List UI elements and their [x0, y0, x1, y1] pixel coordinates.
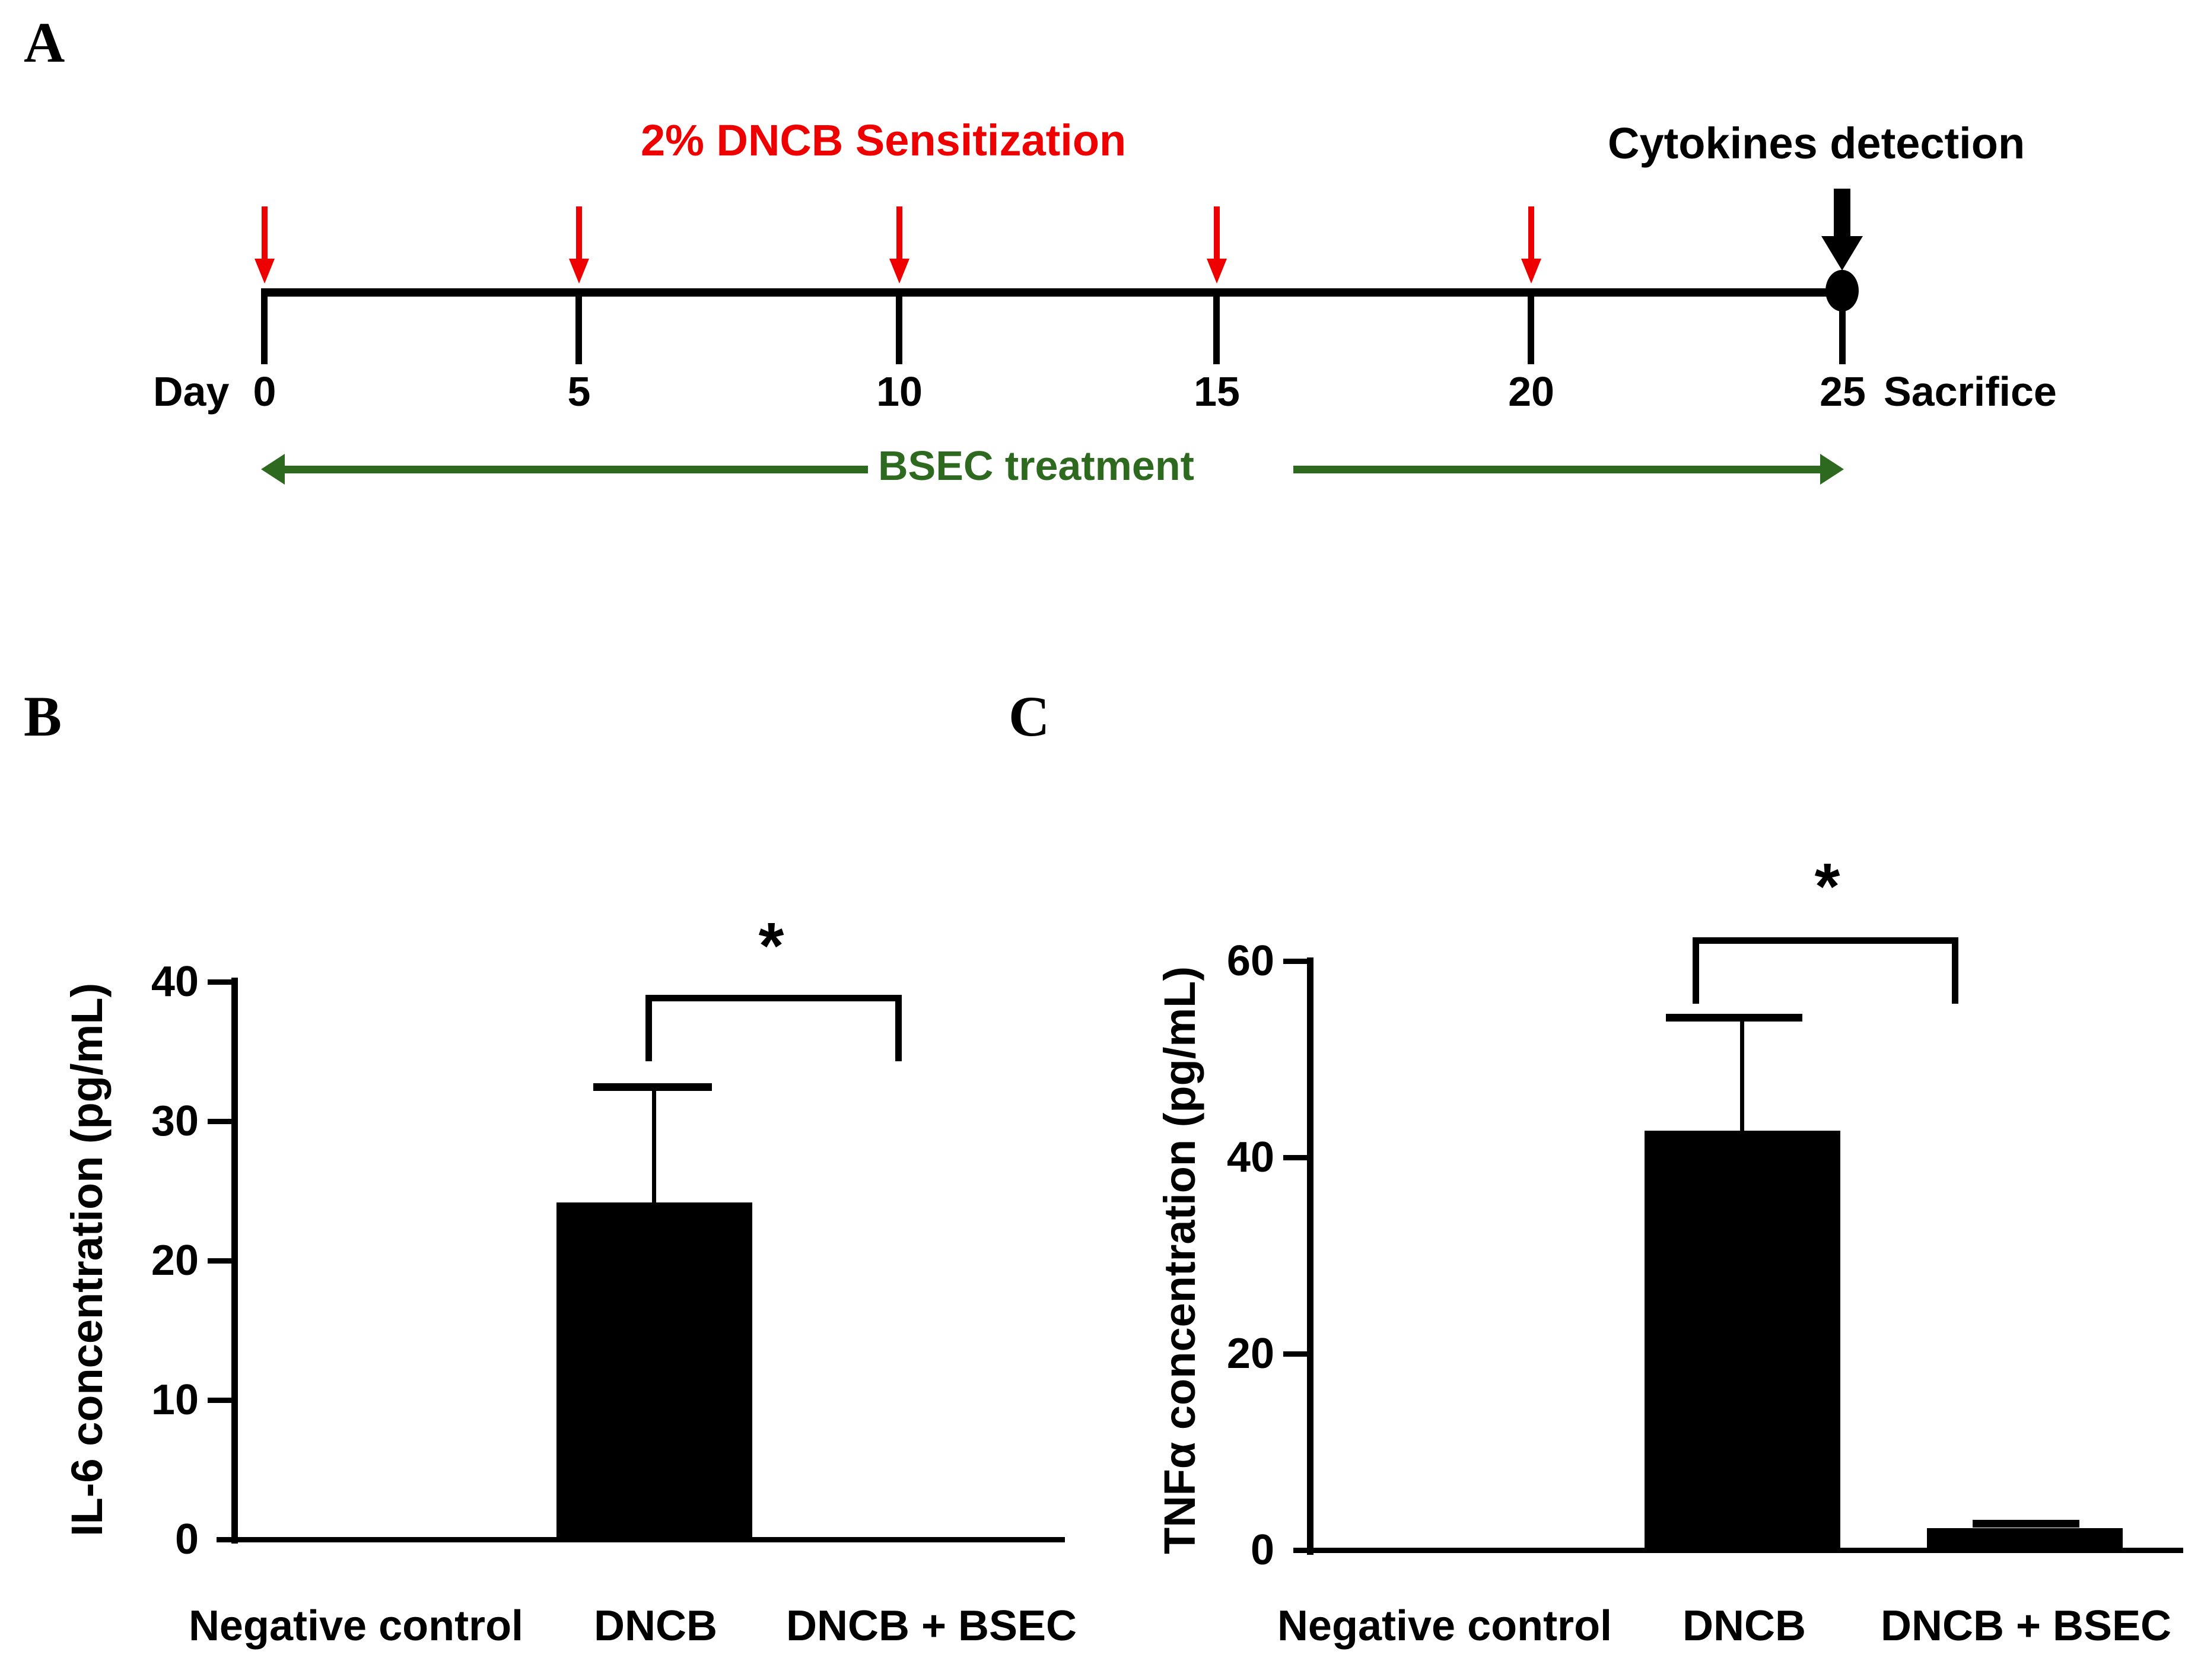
- red-down-arrow-day-15: [1203, 206, 1230, 284]
- y-tick-label-40-c: 40: [1226, 1134, 1274, 1181]
- timeline-tick-day-25: [1839, 293, 1846, 364]
- bsec-arrow-head-left-icon: [261, 454, 285, 485]
- timeline-tick-day-20: [1528, 293, 1534, 364]
- x-axis-line-c: [1293, 1548, 2183, 1553]
- x-category-label-negative-control-b: Negative control: [188, 1602, 524, 1650]
- timeline-label-day-25: 25: [1820, 368, 1866, 415]
- error-bar-line-dncb-c: [1740, 1017, 1744, 1133]
- y-tick-label-20-b: 20: [151, 1237, 199, 1284]
- x-category-label-dncb-bsec-c: DNCB + BSEC: [1880, 1602, 2172, 1650]
- y-tick-mark-10-b: [208, 1398, 231, 1403]
- significance-star-c: *: [1814, 850, 1840, 923]
- panel-letter-c: C: [1009, 685, 1050, 748]
- y-tick-mark-40-c: [1283, 1155, 1307, 1160]
- timeline-day-prefix: Day: [153, 368, 230, 415]
- panel-a-timeline: A 2% DNCB Sensitization Cytokines detect…: [0, 0, 2185, 653]
- y-tick-mark-60-c: [1283, 959, 1307, 964]
- significance-bracket-leg-left-c: [1693, 937, 1699, 1004]
- panel-letter-a: A: [24, 11, 65, 74]
- significance-bracket-top-c: [1693, 937, 1958, 944]
- significance-bracket-leg-right-c: [1952, 937, 1958, 1004]
- bsec-treatment-label: BSEC treatment: [878, 443, 1194, 489]
- y-tick-label-10-b: 10: [151, 1376, 199, 1424]
- sacrifice-dot-marker: [1825, 270, 1859, 311]
- bar-dncb-bsec-c: [1927, 1528, 2123, 1548]
- timeline-label-day-10: 10: [876, 368, 923, 415]
- significance-star-b: *: [758, 909, 784, 982]
- y-tick-label-40-b: 40: [151, 958, 199, 1006]
- y-axis-line-c: [1307, 957, 1313, 1555]
- timeline-tick-day-10: [896, 293, 902, 364]
- y-tick-label-0-c: 0: [1250, 1526, 1274, 1574]
- bsec-arrow-line-right: [1293, 466, 1821, 473]
- black-down-arrow-day-25: [1821, 189, 1863, 272]
- bar-dncb-b: [556, 1202, 752, 1537]
- bsec-arrow-head-right-icon: [1820, 454, 1844, 485]
- timeline-label-day-5: 5: [567, 368, 591, 415]
- significance-bracket-top-b: [645, 995, 902, 1001]
- significance-bracket-leg-left-b: [645, 995, 652, 1061]
- error-bar-cap-dncb-c: [1666, 1014, 1802, 1022]
- sensitization-label: 2% DNCB Sensitization: [641, 116, 1127, 165]
- cytokines-detection-label: Cytokines detection: [1608, 119, 2025, 168]
- significance-bracket-leg-right-b: [895, 995, 902, 1061]
- timeline-tick-day-15: [1213, 293, 1220, 364]
- error-bar-cap-dncb-b: [593, 1083, 712, 1091]
- panel-c-chart: C TNFα concentration (pg/mL) 60 40 20 0 …: [1009, 682, 2185, 1680]
- red-down-arrow-day-10: [886, 206, 913, 284]
- y-tick-mark-20-c: [1283, 1351, 1307, 1357]
- y-tick-label-20-c: 20: [1226, 1330, 1274, 1377]
- y-tick-mark-40-b: [208, 979, 231, 985]
- x-category-label-dncb-b: DNCB: [594, 1602, 717, 1650]
- red-down-arrow-day-0: [251, 206, 278, 284]
- x-category-label-dncb-bsec-b: DNCB + BSEC: [785, 1602, 1077, 1650]
- y-axis-title-b: IL-6 concentration (pg/mL): [62, 982, 112, 1536]
- timeline-label-day-0: 0: [253, 368, 276, 415]
- y-tick-mark-30-b: [208, 1119, 231, 1124]
- y-tick-label-60-c: 60: [1226, 937, 1274, 985]
- y-tick-mark-20-b: [208, 1258, 231, 1264]
- timeline-tick-day-5: [575, 293, 582, 364]
- timeline-axis: [261, 288, 1842, 297]
- x-category-label-negative-control-c: Negative control: [1277, 1602, 1612, 1650]
- error-bar-line-dncb-b: [652, 1087, 656, 1205]
- bar-dncb-c: [1645, 1131, 1840, 1548]
- y-axis-line-b: [231, 978, 238, 1544]
- y-tick-label-30-b: 30: [151, 1097, 199, 1145]
- timeline-tick-day-0: [261, 293, 268, 364]
- panel-letter-b: B: [24, 685, 62, 748]
- sacrifice-label: Sacrifice: [1884, 368, 2057, 415]
- x-category-label-dncb-c: DNCB: [1683, 1602, 1806, 1650]
- x-axis-line-b: [217, 1537, 1065, 1542]
- timeline-label-day-15: 15: [1194, 368, 1240, 415]
- bsec-arrow-line-left: [284, 466, 868, 473]
- error-bar-cap-dncb-bsec-c: [1973, 1520, 2079, 1528]
- red-down-arrow-day-5: [565, 206, 593, 284]
- panel-b-chart: B IL-6 concentration (pg/mL) 40 30 20 10…: [0, 682, 1098, 1680]
- y-axis-title-c: TNFα concentration (pg/mL): [1155, 966, 1204, 1554]
- red-down-arrow-day-20: [1518, 206, 1545, 284]
- y-tick-label-0-b: 0: [174, 1516, 199, 1563]
- timeline-label-day-20: 20: [1508, 368, 1554, 415]
